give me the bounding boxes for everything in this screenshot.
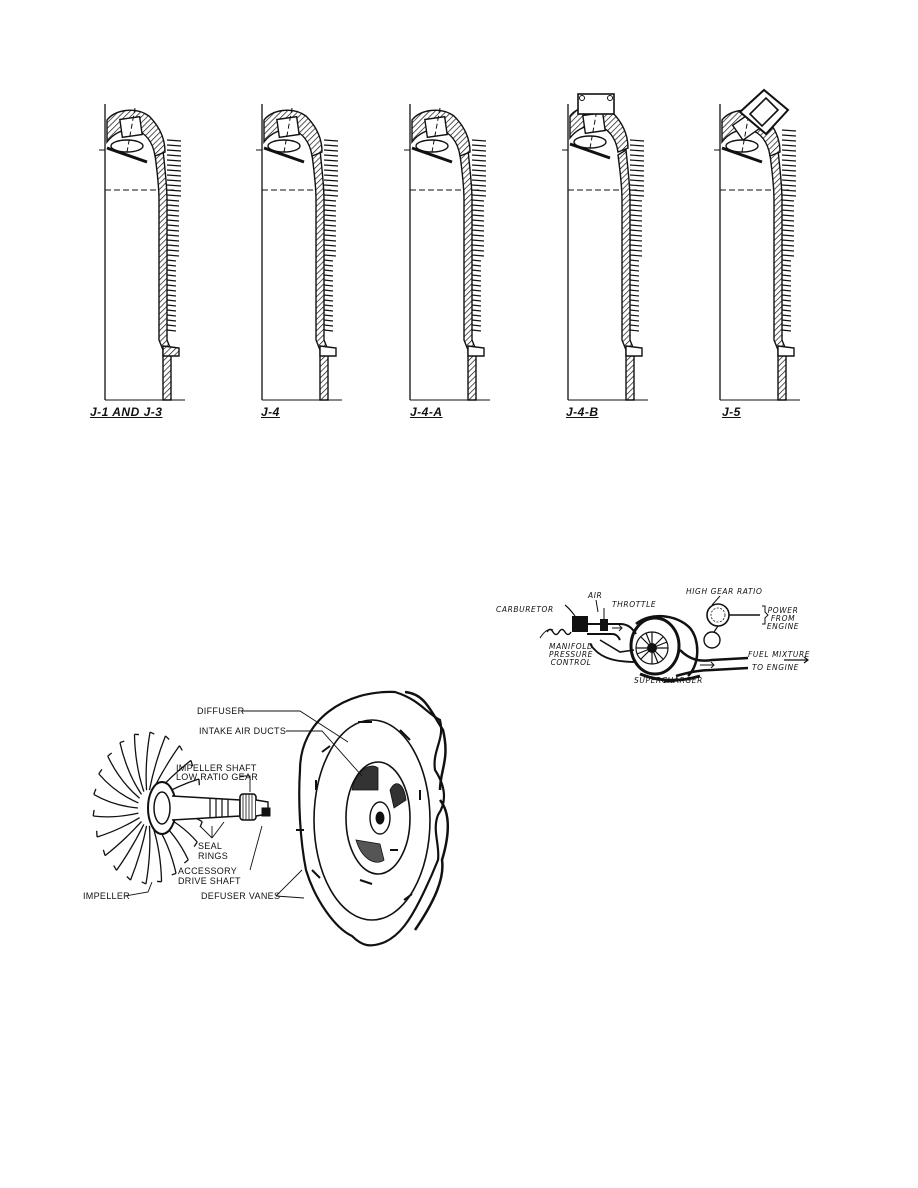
cylinder-label-j5: J-5 <box>722 405 741 419</box>
impeller-blade-tip <box>171 872 177 876</box>
impeller-blade-tip <box>201 799 204 807</box>
label-high-gear-ratio: HIGH GEAR RATIO <box>686 587 763 596</box>
label-diffuser: DIFFUSER <box>197 706 245 716</box>
label-impeller: IMPELLER <box>83 891 130 901</box>
impeller-blade <box>96 817 140 838</box>
impeller-blade-tip <box>126 876 131 881</box>
impeller-blade <box>154 821 177 874</box>
cylinder-j4b <box>562 93 648 401</box>
impeller-blade-tip <box>199 821 203 828</box>
impeller-blade <box>157 798 203 804</box>
label-power-from-engine: POWER FROM ENGINE <box>766 606 800 631</box>
impeller-blade-tip <box>102 849 106 856</box>
impeller-blade <box>148 735 167 791</box>
impeller-blade <box>157 812 198 843</box>
label-impeller-shaft: IMPELLER SHAFT <box>176 763 257 773</box>
impeller-blade-tip <box>98 768 103 775</box>
impeller-blade-tip <box>183 859 189 864</box>
impeller-blade <box>151 824 163 882</box>
impeller-blade-tip <box>113 865 118 871</box>
impeller-blade <box>145 731 151 791</box>
impeller-blade <box>104 821 142 857</box>
cylinder-label-j4: J-4 <box>261 405 280 419</box>
label-low-ratio-gear: LOW RATIO GEAR <box>176 772 259 782</box>
label-fuel-mixture: FUEL MIXTURE <box>748 650 811 659</box>
impeller-blade <box>145 825 151 885</box>
impeller-blade-tip <box>193 841 198 848</box>
impeller-blade-tip <box>107 752 113 757</box>
impeller-blade <box>115 824 145 871</box>
label-carburetor: CARBURETOR <box>496 605 554 614</box>
cylinder-j1-j3 <box>99 104 185 401</box>
label-air: AIR <box>588 591 603 600</box>
label-seal-rings: SEAL RINGS <box>198 841 229 861</box>
impeller-blade-tip <box>149 731 155 735</box>
label-to-engine: TO ENGINE <box>752 663 799 672</box>
label-manifold-pressure-control: MANIFOLD PRESSURE CONTROL <box>549 642 594 667</box>
impeller-blade-tip <box>165 735 170 740</box>
cylinder-label-j4b: J-4-B <box>566 405 599 419</box>
label-supercharger: SUPERCHARGER <box>634 676 703 685</box>
label-accessory-drive-shaft: ACCESSORY DRIVE SHAFT <box>178 866 241 886</box>
label-defuser-vanes: DEFUSER VANES <box>201 891 281 901</box>
impeller-blade <box>155 817 189 861</box>
label-throttle: THROTTLE <box>612 600 657 609</box>
impeller-blade-tip <box>178 745 183 751</box>
impeller-blade-tip <box>93 788 97 795</box>
cylinder-sections-figure <box>99 88 800 401</box>
impeller-blade-tip <box>119 740 125 744</box>
impeller-blade <box>93 793 139 809</box>
cylinder-label-j4a: J-4-A <box>410 405 443 419</box>
cylinder-j5 <box>714 88 800 401</box>
cylinder-j4 <box>256 104 342 401</box>
impeller-blade <box>157 807 203 823</box>
cylinder-j4a <box>404 104 490 401</box>
impeller-blade <box>98 773 139 804</box>
impeller-blade-tip <box>141 881 147 885</box>
impeller-blade <box>119 742 142 795</box>
impeller-blade <box>129 825 148 881</box>
carburetor-block <box>572 616 588 632</box>
impeller-blade <box>93 812 139 818</box>
impeller-blade <box>107 755 141 799</box>
cylinder-label-j1-j3: J-1 AND J-3 <box>90 405 163 419</box>
impeller-blade <box>133 734 145 792</box>
impeller-blade-tip <box>92 809 95 817</box>
label-intake-air-ducts: INTAKE AIR DUCTS <box>199 726 287 736</box>
